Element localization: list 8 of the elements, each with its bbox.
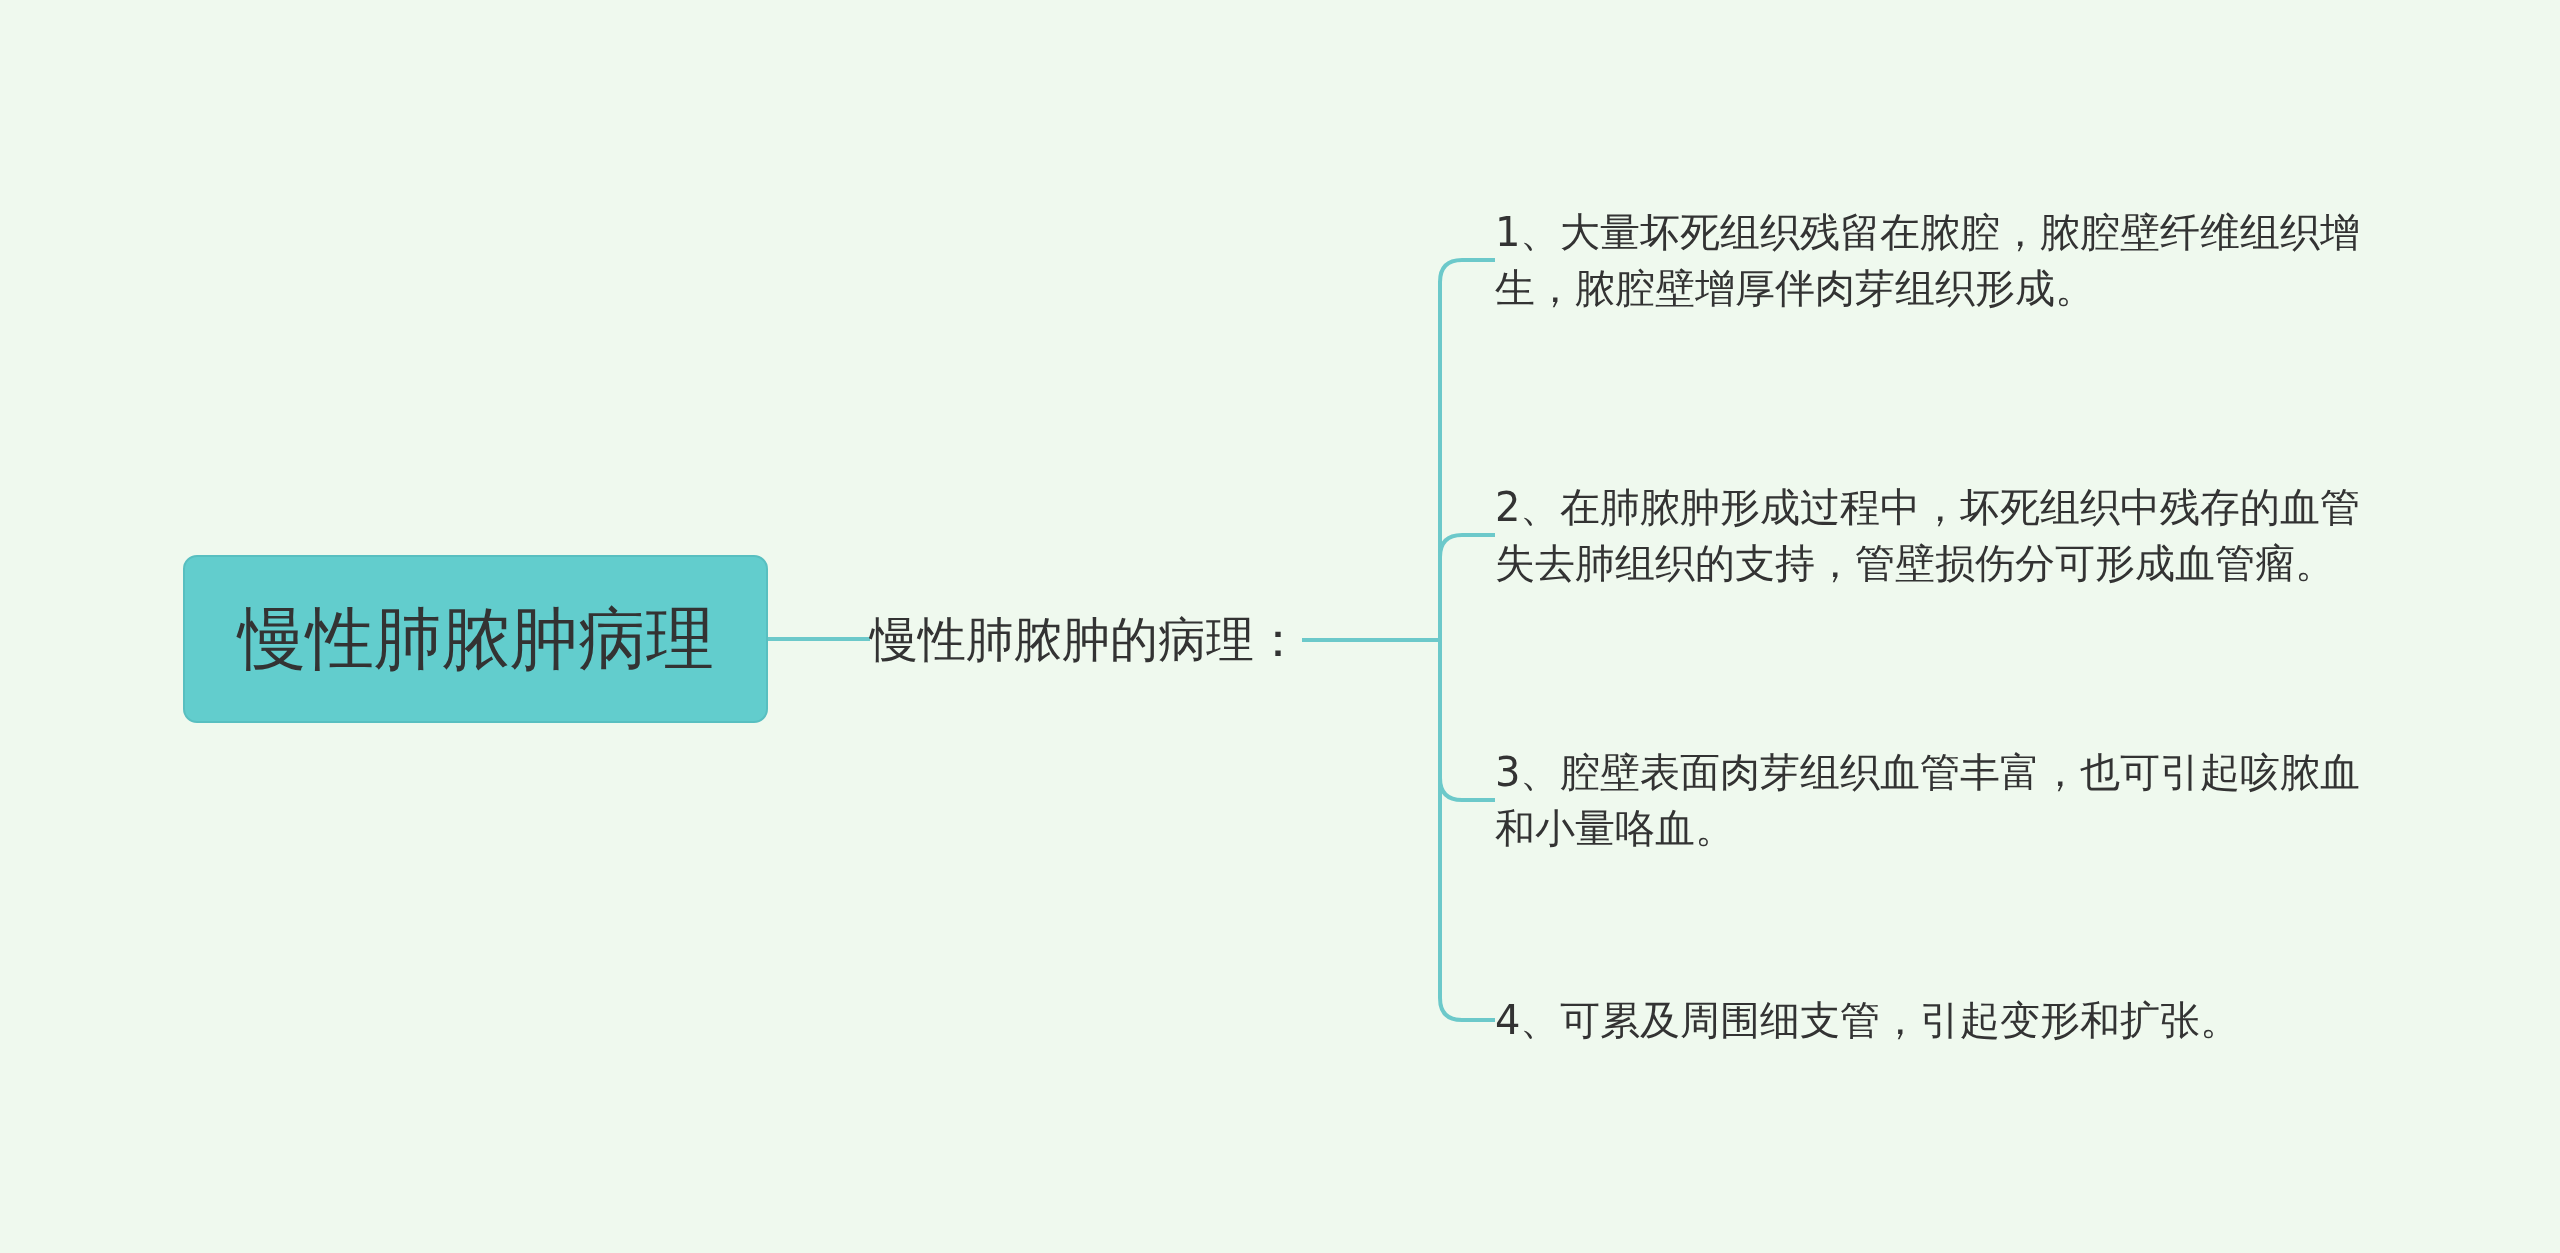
item-text: 1、大量坏死组织残留在脓腔，脓腔壁纤维组织增生，脓腔壁增厚伴肉芽组织形成。: [1495, 200, 2375, 320]
topic-box: 慢性肺脓肿病理: [183, 555, 768, 723]
item-text: 2、在肺脓肿形成过程中，坏死组织中残存的血管失去肺组织的支持，管壁损伤分可形成血管瘤。: [1495, 450, 2375, 620]
subtopic-text: 慢性肺脓肿的病理：: [870, 600, 1302, 680]
connector-line: [1302, 638, 1495, 1022]
connector-line: [768, 637, 870, 641]
item-text: 4、可累及周围细支管，引起变形和扩张。: [1495, 990, 2375, 1050]
item-text: 3、腔壁表面肉芽组织血管丰富，也可引起咳脓血和小量咯血。: [1495, 745, 2375, 855]
